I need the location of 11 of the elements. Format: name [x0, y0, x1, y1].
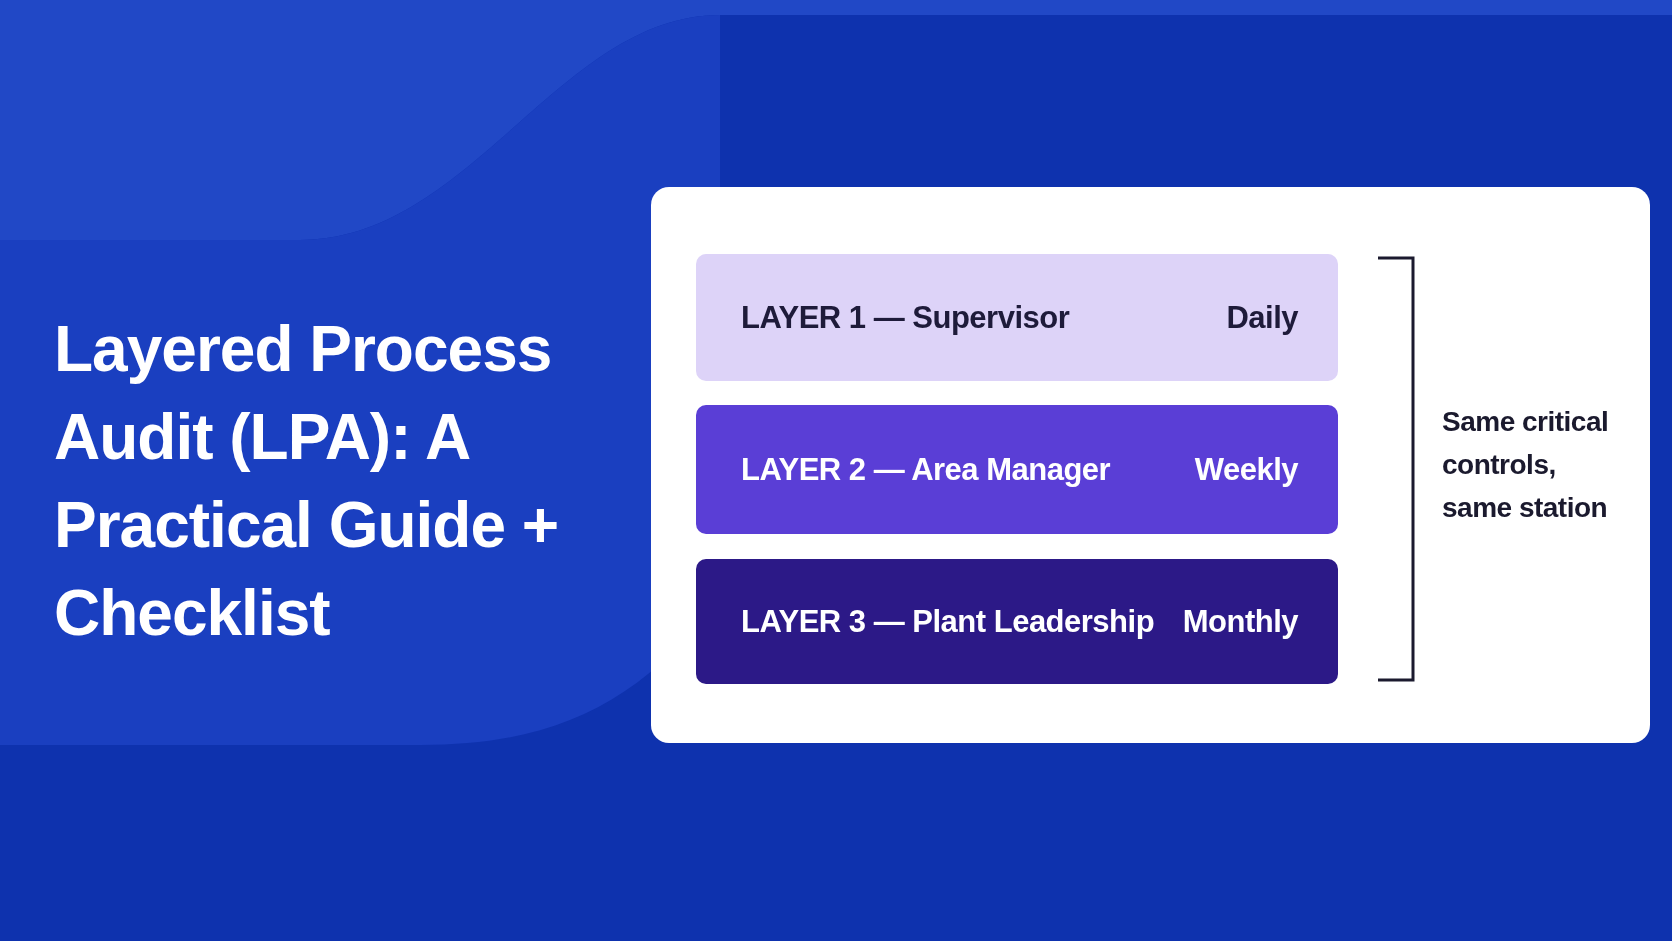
layer-bar	[696, 559, 1338, 684]
title: Layered Process Audit (LPA): A Practical Guide + Checklist	[54, 312, 560, 651]
layer-bar	[696, 254, 1338, 381]
layer-bar	[696, 405, 1338, 534]
layer-label: LAYER 3 — Plant Leadership	[741, 603, 1155, 640]
frequency-label: Daily	[1226, 299, 1298, 336]
frequency-label: Monthly	[1182, 603, 1298, 640]
layer-label: LAYER 2 — Area Manager	[741, 451, 1111, 488]
layer-label: LAYER 1 — Supervisor	[741, 299, 1070, 336]
frequency-label: Weekly	[1194, 451, 1298, 488]
bracket-note: Same critical controls, same station	[1442, 405, 1610, 525]
